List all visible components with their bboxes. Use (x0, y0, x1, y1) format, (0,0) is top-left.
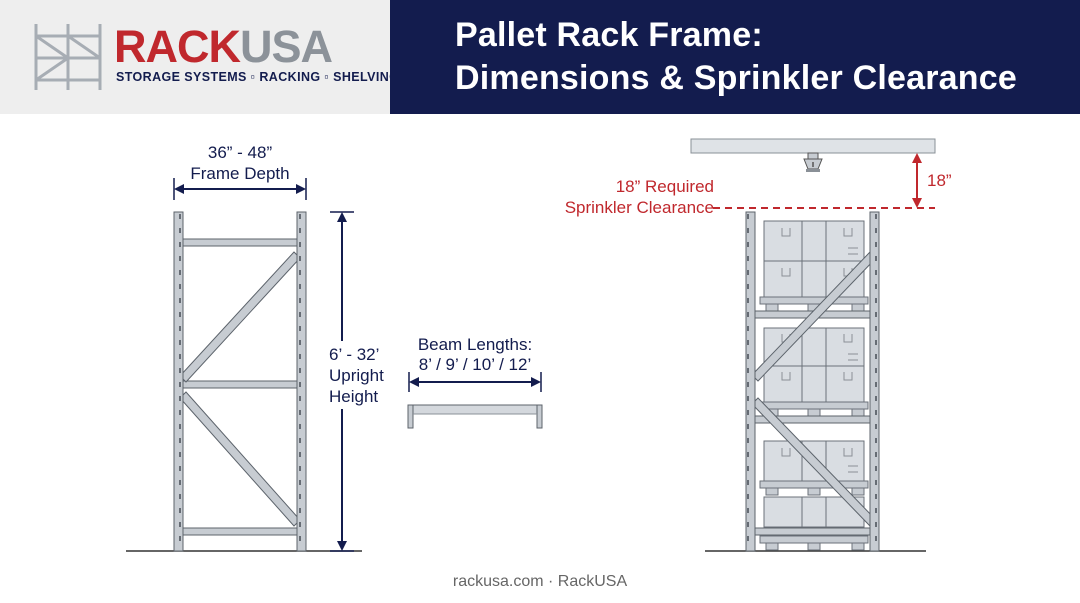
upright-frame (126, 211, 362, 552)
frame-depth-value: 36” - 48” (208, 143, 273, 162)
upright-height-label-1: Upright (329, 366, 384, 385)
clearance-required-sublabel: Sprinkler Clearance (565, 198, 714, 217)
beam-lengths-label: Beam Lengths: (418, 335, 532, 354)
pallet-load-top (759, 220, 869, 312)
brand-name-usa: USA (240, 21, 333, 72)
beam-illustration: Beam Lengths: 8’ / 9’ / 10’ / 12’ (407, 335, 543, 429)
frame-depth-dimension: 36” - 48” Frame Depth (173, 143, 307, 200)
ceiling-sprinkler: 18” 18” Required Sprinkler Clearance (565, 138, 952, 217)
loaded-rack (705, 211, 926, 552)
beam-lengths-values: 8’ / 9’ / 10’ / 12’ (419, 355, 531, 374)
rack-frame-icon (34, 24, 102, 90)
sprinkler-head-icon (803, 152, 823, 172)
ceiling-slab (690, 138, 936, 154)
footer-credit: rackusa.com · RackUSA (452, 573, 628, 590)
upright-height-label-2: Height (329, 387, 378, 406)
upright-height-dimension: 6’ - 32’ Upright Height (324, 211, 384, 552)
upright-height-value: 6’ - 32’ (329, 345, 379, 364)
rack-diagram: 36” - 48” Frame Depth 6’ - 32’ Upright H… (126, 138, 952, 552)
brand-tagline: STORAGE SYSTEMS ▫ RACKING ▫ SHELVING (116, 70, 400, 84)
page-title: Pallet Rack Frame: Dimensions & Sprinkle… (455, 14, 1017, 100)
clearance-gap-label: 18” (927, 171, 952, 190)
page-title-line-2: Dimensions & Sprinkler Clearance (455, 59, 1017, 97)
pallet-load-bottom (759, 440, 869, 551)
page-title-line-1: Pallet Rack Frame: (455, 16, 763, 54)
frame-depth-label: Frame Depth (190, 164, 289, 183)
clearance-required-label: 18” Required (616, 177, 714, 196)
brand-name-rack: RACK (114, 21, 241, 72)
brand-wordmark: RACKUSA (114, 21, 333, 72)
header-title-panel (390, 0, 1080, 114)
header-logo-panel: RACKUSA STORAGE SYSTEMS ▫ RACKING ▫ SHEL… (0, 0, 399, 114)
